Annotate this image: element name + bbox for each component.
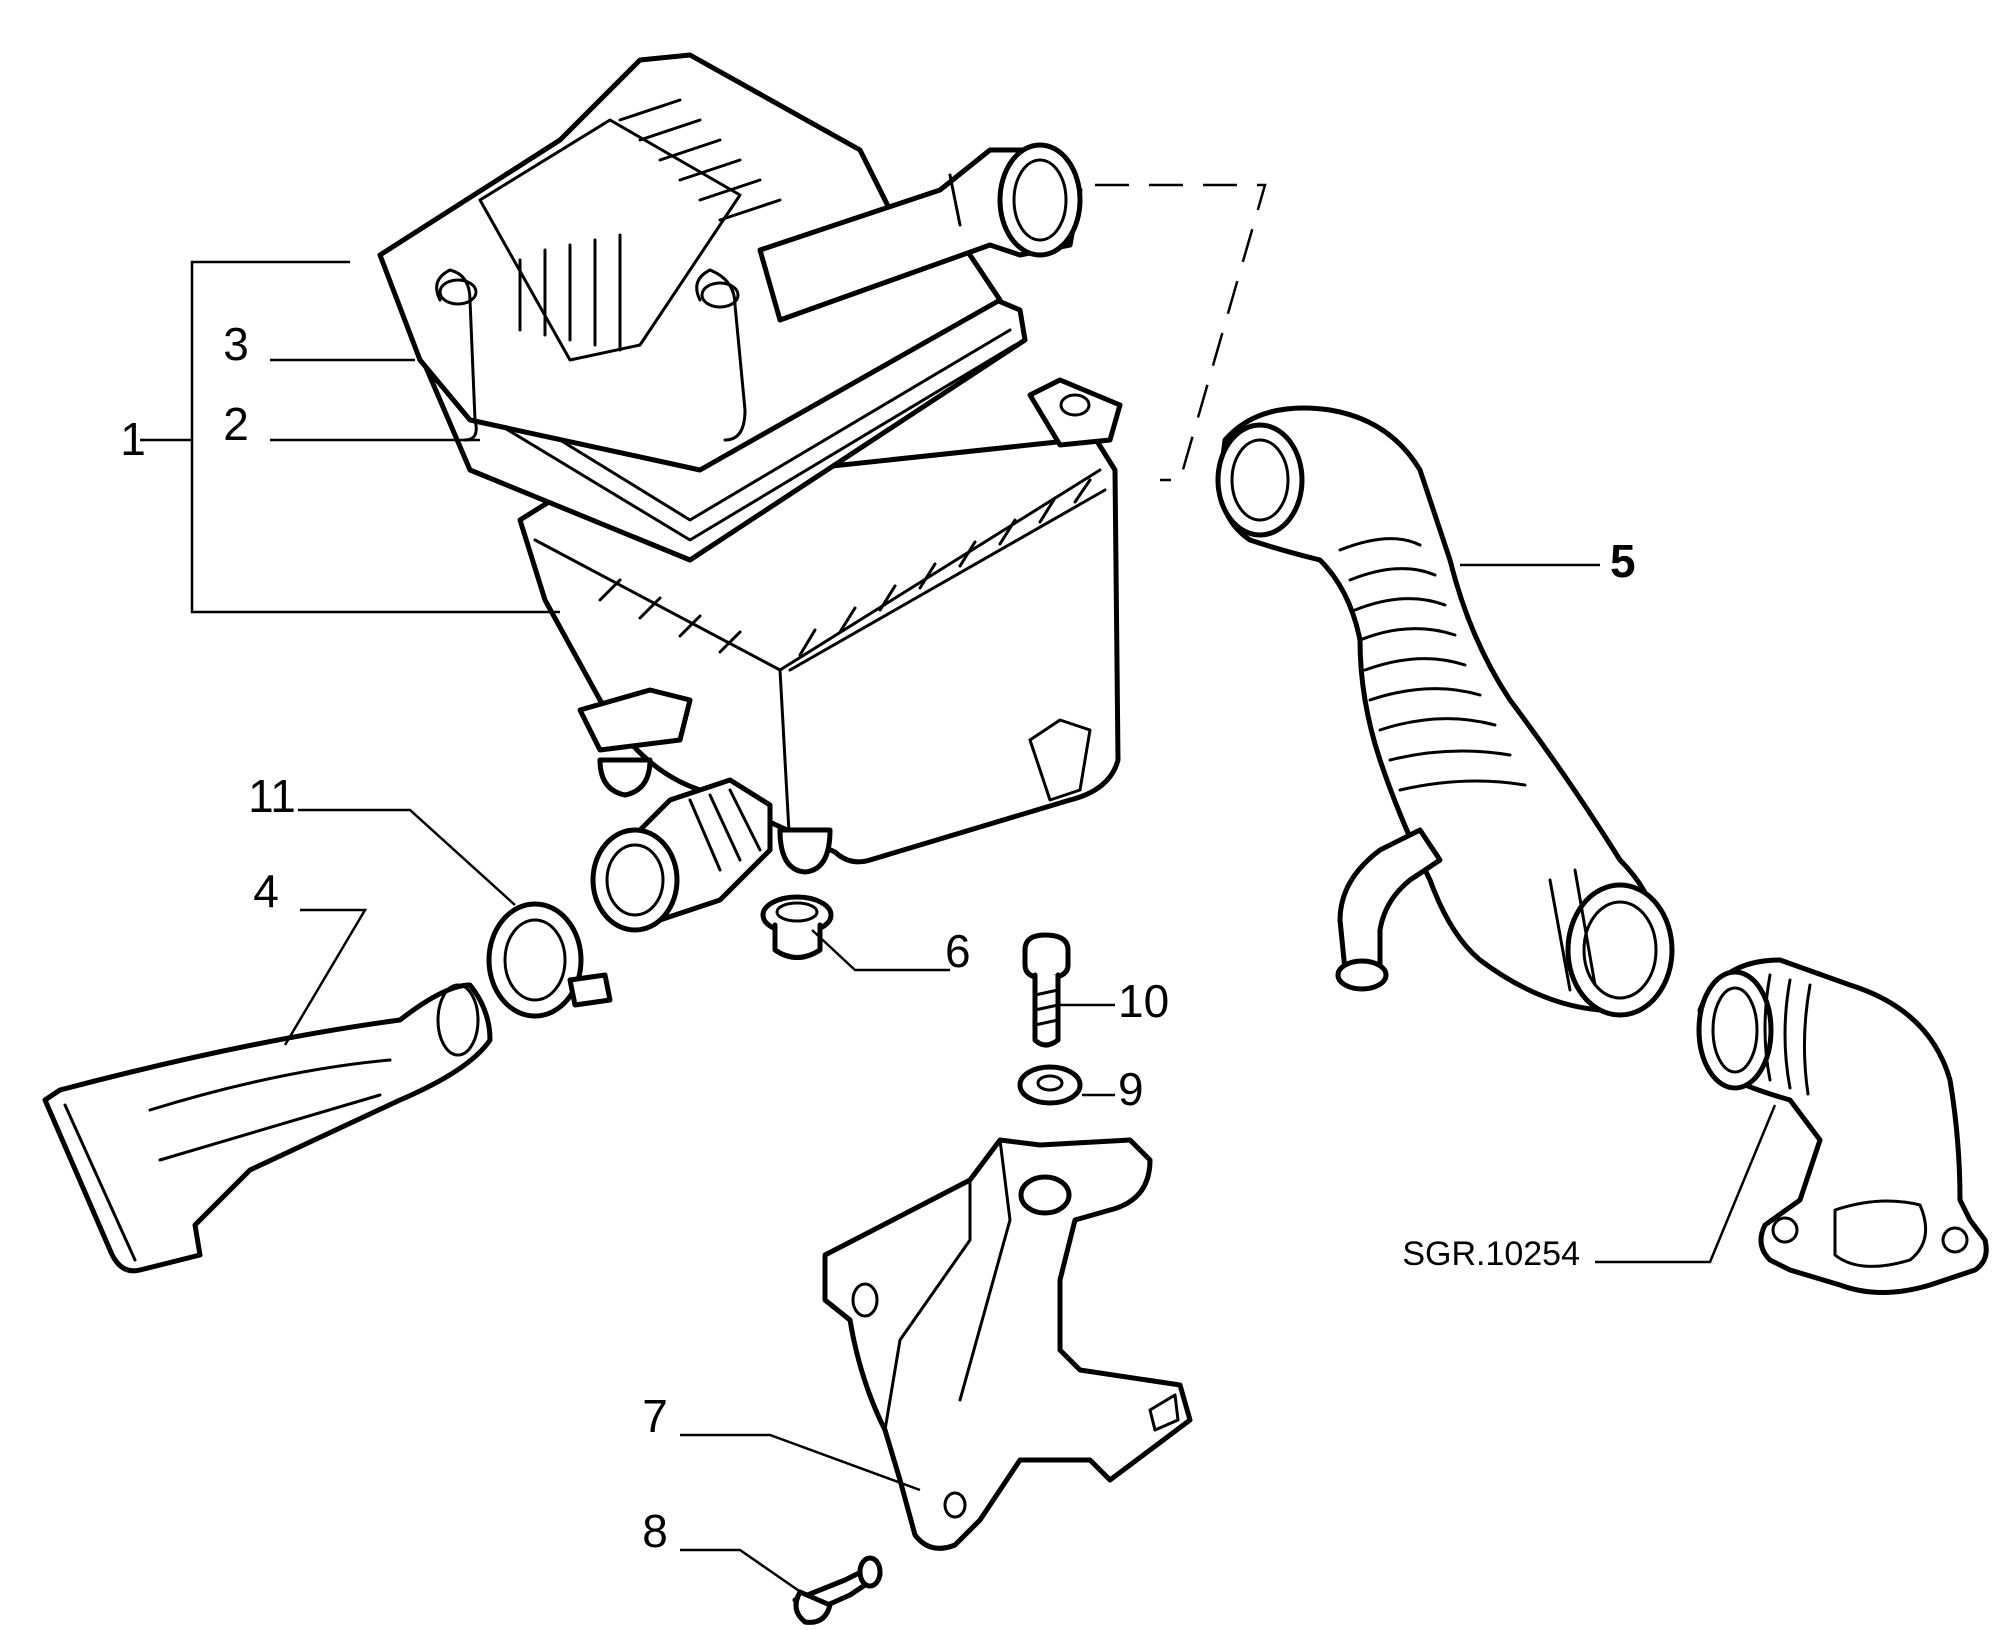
label-part-4: 4 <box>253 865 279 917</box>
label-part-5: 5 <box>1610 535 1636 587</box>
part-labels: 1 2 3 4 5 6 7 8 9 10 11 SGR.10254 <box>120 318 1635 1557</box>
leader-lines <box>140 260 1777 1597</box>
label-part-7: 7 <box>642 1390 668 1442</box>
air-filter-box <box>377 52 1123 933</box>
grommet <box>760 894 834 960</box>
drawing-reference: SGR.10254 <box>1402 1235 1580 1273</box>
label-part-9: 9 <box>1118 1063 1144 1115</box>
connection-dash <box>1095 183 1267 482</box>
label-part-11: 11 <box>248 770 296 822</box>
bracket <box>822 1137 1193 1551</box>
label-part-2: 2 <box>223 398 249 450</box>
label-part-6: 6 <box>945 925 971 977</box>
bolt-8 <box>792 1555 883 1625</box>
label-part-3: 3 <box>223 318 249 370</box>
hose-clamp <box>486 901 613 1019</box>
intake-elbow <box>1696 957 1989 1295</box>
label-part-10: 10 <box>1118 975 1169 1027</box>
intake-hose <box>1215 405 1675 1018</box>
washer <box>1017 1064 1083 1106</box>
label-part-1: 1 <box>120 413 146 465</box>
bolt-10 <box>1022 932 1071 1048</box>
label-part-8: 8 <box>642 1505 668 1557</box>
inlet-duct <box>42 982 493 1274</box>
